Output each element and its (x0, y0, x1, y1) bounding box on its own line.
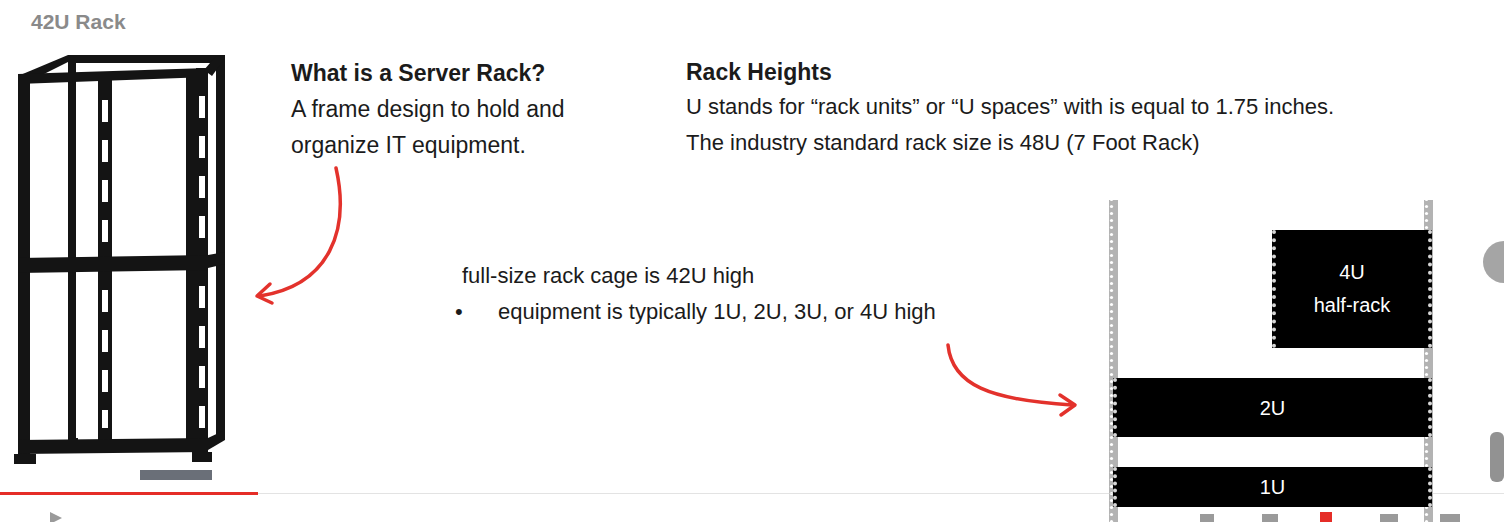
label-wrap: full-size rack cage is 42U high (462, 258, 754, 294)
rack-foot (68, 438, 78, 446)
rack-slot (199, 366, 205, 388)
label-wrap: What is a Server Rack? (291, 55, 545, 91)
label-wrap: equipment is typically 1U, 2U, 3U, or 4U… (498, 294, 936, 330)
slide-title: 42U Rack (31, 8, 126, 36)
arrow-head (1060, 395, 1075, 415)
unit-label: half-rack (1314, 289, 1391, 322)
rack-slot (102, 180, 108, 202)
rack-slot (102, 410, 108, 428)
callout-arrow (948, 345, 1072, 405)
heading: Rack Heights (686, 54, 832, 90)
player-icon (1200, 514, 1214, 522)
label-wrap: Rack Heights (686, 54, 832, 90)
bullet: • (455, 294, 463, 330)
rack-base (140, 470, 212, 480)
play-icon (50, 512, 62, 522)
rack-crossbar (18, 438, 208, 454)
rack-slot (199, 216, 205, 238)
unit-label: 2U (1260, 394, 1286, 422)
rack-foot (14, 454, 36, 464)
note-text: full-size rack cage is 42U high (462, 258, 754, 294)
rack-slot (199, 326, 205, 348)
rack-unit-box: 4Uhalf-rack (1272, 230, 1432, 348)
rack-slot (102, 100, 108, 122)
rack-crossbar (18, 255, 208, 273)
rack-foot (192, 452, 212, 462)
body-text: The industry standard rack size is 48U (… (686, 125, 1200, 161)
player-icon (1262, 514, 1278, 522)
player-icon (1440, 514, 1460, 522)
player-icon (1320, 512, 1332, 522)
rack-slot (199, 286, 205, 308)
note-text: equipment is typically 1U, 2U, 3U, or 4U… (498, 294, 936, 330)
rack-slot (102, 140, 108, 162)
rack-slots (102, 96, 205, 428)
label-wrap: U stands for “rack units” or “U spaces” … (686, 89, 1334, 125)
body-text: U stands for “rack units” or “U spaces” … (686, 89, 1334, 125)
label-wrap: • (455, 294, 463, 330)
rack-crossbar (208, 430, 225, 450)
rack-slot (102, 220, 108, 242)
rack-post (68, 55, 76, 440)
arrow-head (257, 284, 272, 303)
rack-beam (68, 55, 225, 63)
callout-arrow (260, 168, 340, 296)
rack-slot (199, 176, 205, 198)
rack-illustration (14, 55, 225, 464)
unit-label: 4U (1339, 256, 1365, 289)
player-button (1490, 432, 1504, 482)
unit-label: 1U (1260, 474, 1286, 500)
rack-unit-box: 1U (1113, 467, 1432, 507)
label-wrap: A frame design to hold and organize IT e… (291, 91, 643, 163)
progress-bar (0, 492, 258, 495)
title-wrap: 42U Rack (31, 8, 126, 36)
rack-beam (18, 68, 208, 84)
player-icon (1380, 514, 1398, 522)
rack-unit-box: 2U (1113, 378, 1432, 437)
rack-slot (199, 136, 205, 158)
rack-post (216, 58, 225, 438)
rack-slot (102, 330, 108, 352)
body-text: A frame design to hold and organize IT e… (291, 91, 643, 163)
rack-crossbar (208, 252, 225, 268)
player-button (1483, 241, 1504, 283)
rack-slot (199, 96, 205, 118)
label-wrap: The industry standard rack size is 48U (… (686, 125, 1200, 161)
rack-slot (199, 406, 205, 428)
rack-slot (102, 290, 108, 312)
heading: What is a Server Rack? (291, 55, 545, 91)
rack-slot (102, 370, 108, 392)
